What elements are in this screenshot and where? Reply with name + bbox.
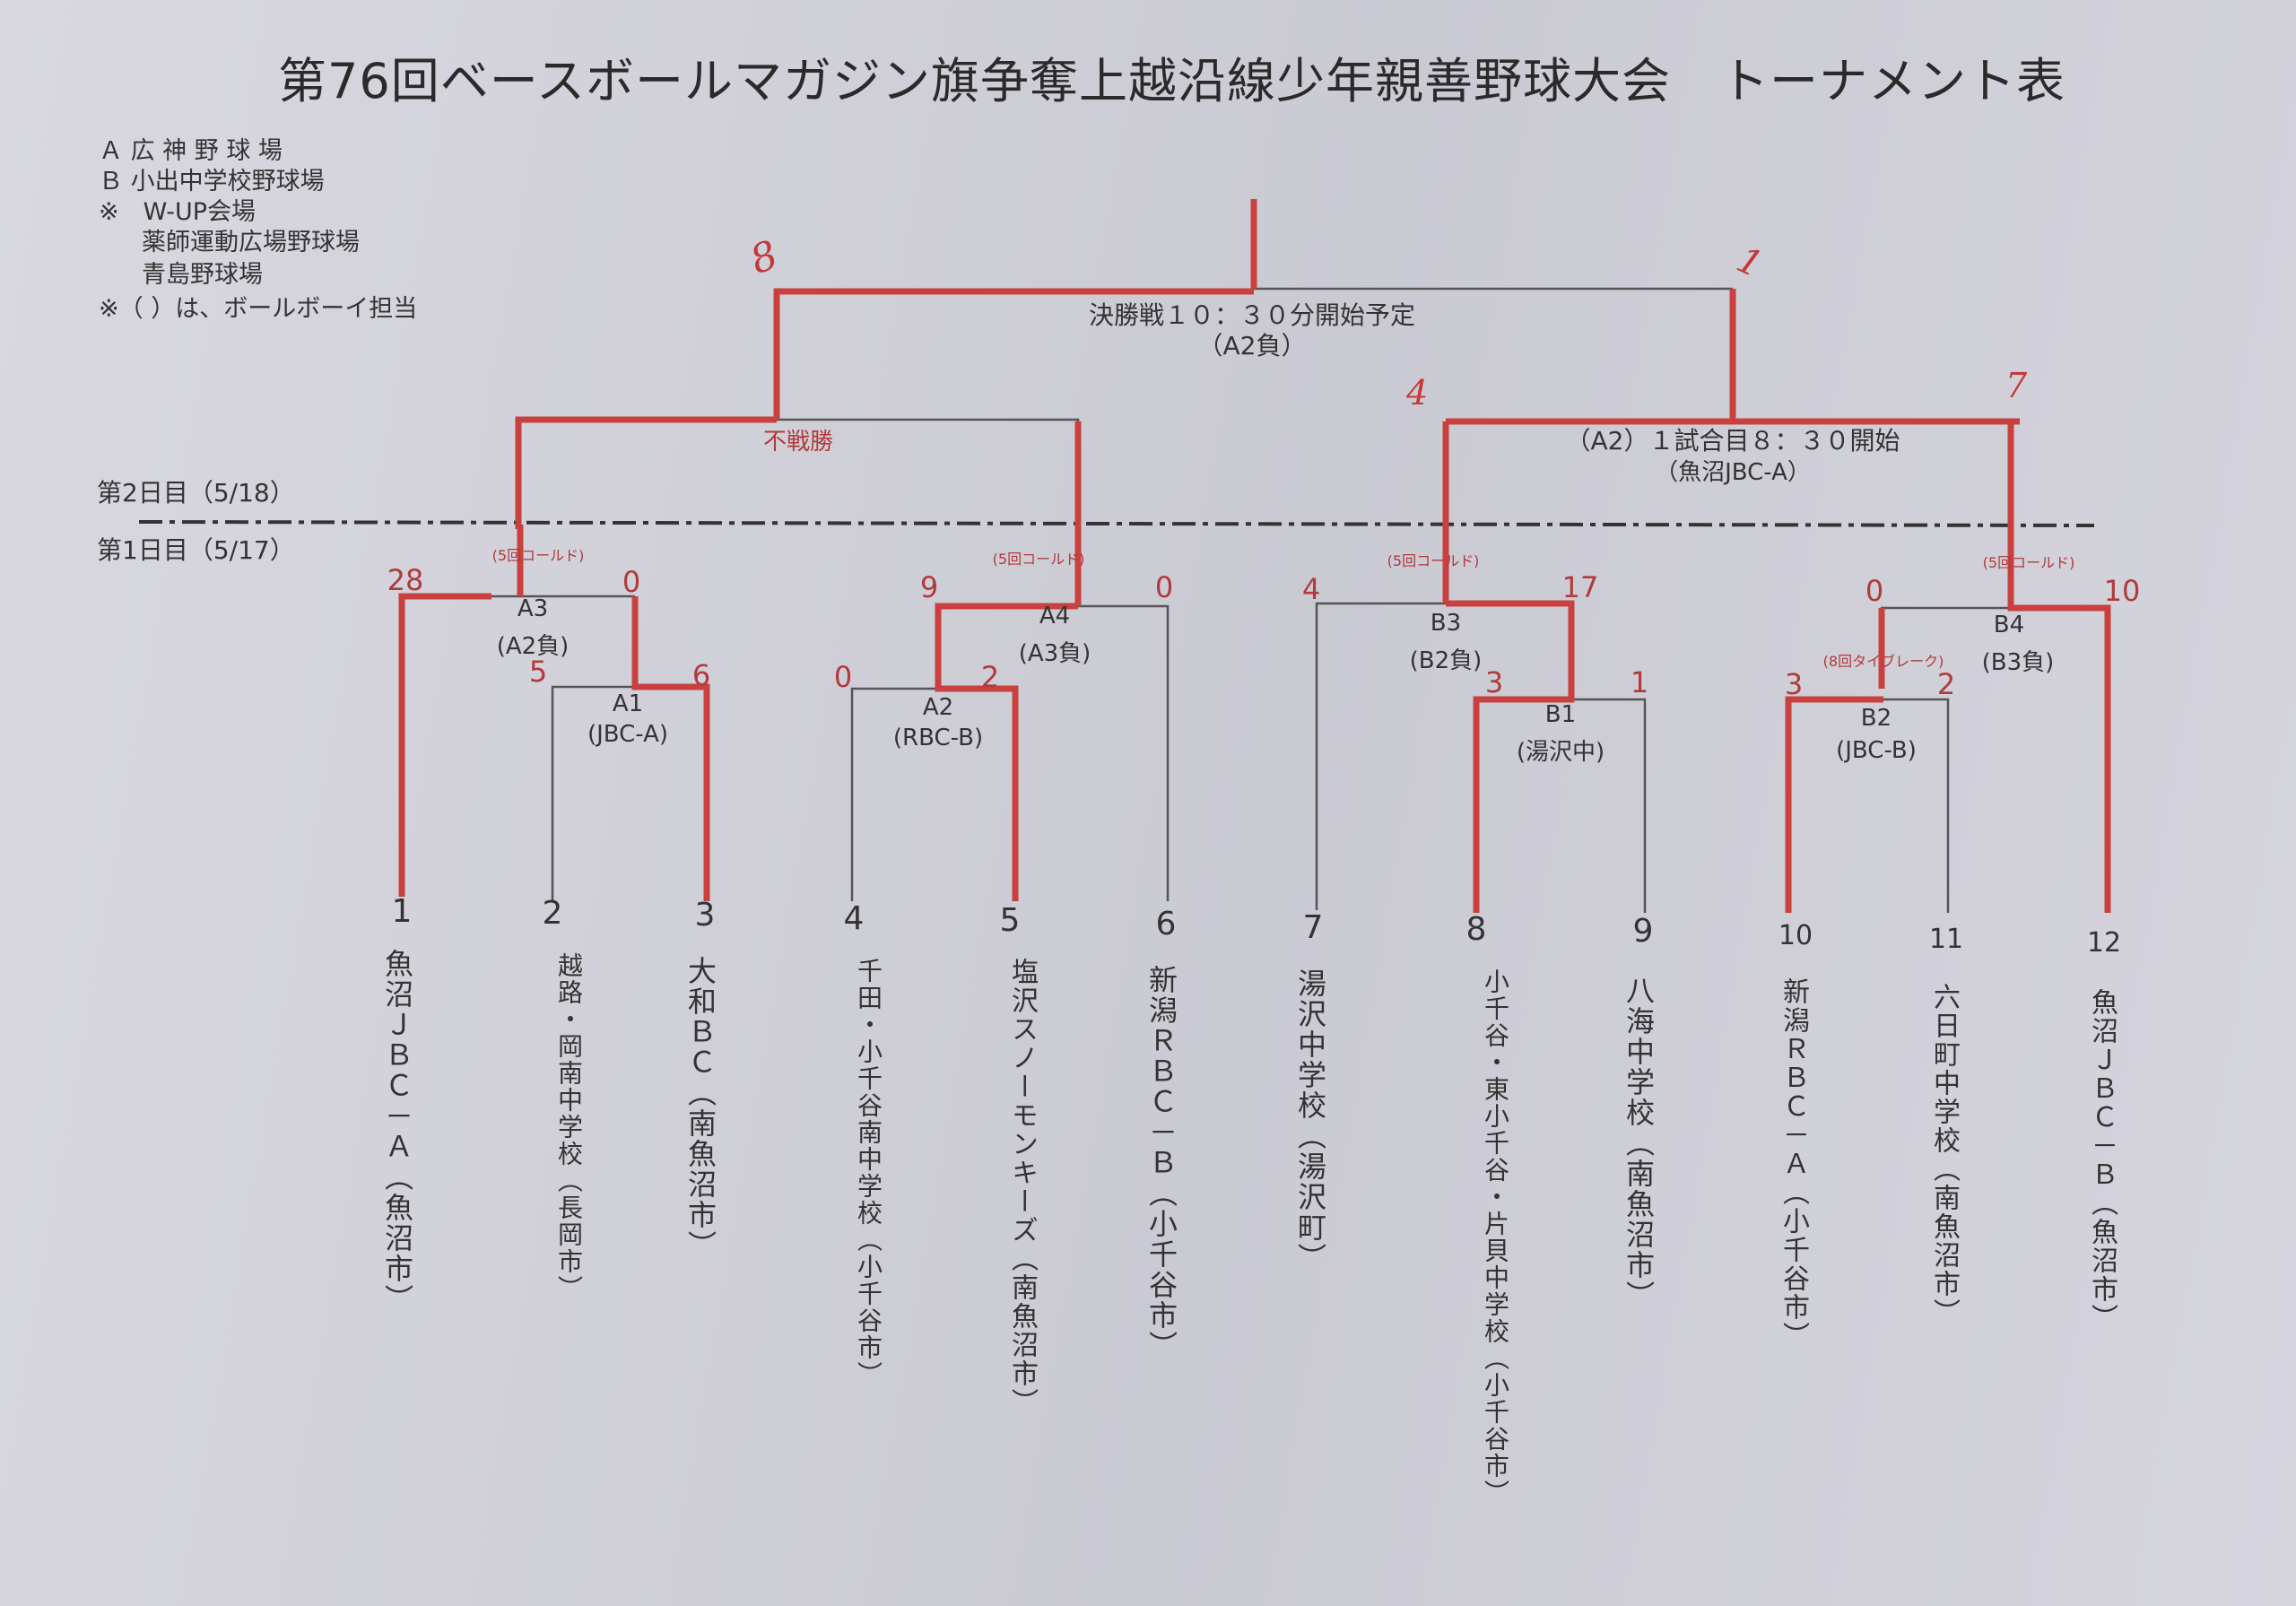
- team-name-7: 湯沢中学校（湯沢町）: [1293, 968, 1327, 1273]
- score-a3-right: 0: [622, 565, 641, 599]
- seed-9: 9: [1632, 913, 1654, 950]
- team-name-10: 新潟ＲＢＣ－Ａ（小千谷市）: [1778, 977, 1809, 1350]
- score-b4-left: 0: [1865, 574, 1884, 608]
- team-name-9: 八海中学校（南魚沼市）: [1622, 976, 1656, 1311]
- match-note-b4: (5回コールド): [1982, 554, 2075, 571]
- seed-11: 11: [1928, 924, 1964, 955]
- match-ballboy-a2: (RBC-B): [892, 725, 984, 751]
- score-a2-left: 0: [833, 660, 853, 694]
- seed-2: 2: [542, 895, 563, 932]
- match-note-a4: (5回コールド): [992, 551, 1085, 568]
- match-ballboy-a1: (JBC-A): [587, 721, 669, 748]
- day-1-label: 第1日目（5/17）: [97, 535, 295, 565]
- seed-8: 8: [1465, 911, 1487, 948]
- score-b1-left: 3: [1484, 665, 1504, 699]
- team-name-1: 魚沼ＪＢＣ－Ａ（魚沼市）: [380, 949, 414, 1315]
- legend-ballboy-note: ※（ ）は、ボールボーイ担当: [99, 295, 418, 323]
- day-separator: [138, 520, 2095, 527]
- score-a3-left: 28: [387, 563, 424, 597]
- team-name-8: 小千谷・東小千谷・片貝中学校（小千谷市）: [1481, 968, 1510, 1506]
- seed-10: 10: [1778, 920, 1813, 951]
- seed-12: 12: [2086, 927, 2122, 959]
- score-b1-right: 1: [1630, 665, 1649, 699]
- match-note-a3: (5回コールド): [491, 547, 585, 564]
- legend-warmup: ※ W-UP会場: [99, 198, 257, 226]
- seed-3: 3: [694, 897, 716, 933]
- match-ballboy-b3: (B2負): [1409, 647, 1483, 674]
- day-2-label: 第2日目（5/18）: [97, 478, 295, 508]
- team-name-3: 大和ＢＣ（南魚沼市）: [683, 956, 718, 1261]
- match-code-b2: B2: [1860, 705, 1892, 732]
- match-code-b4: B4: [1993, 612, 2025, 638]
- score-a1-right: 6: [691, 658, 711, 692]
- bracket-black-lines: [491, 287, 2011, 913]
- team-name-2: 越路・岡南中学校（長岡市）: [554, 952, 584, 1302]
- team-name-6: 新潟ＲＢＣ－Ｂ（小千谷市）: [1144, 965, 1178, 1361]
- score-b3-left: 4: [1301, 572, 1321, 606]
- bracket-red-lines: [398, 199, 2111, 913]
- legend-warmup-venue-1: 薬師運動広場野球場: [142, 229, 360, 256]
- match-note-b3: (5回コールド): [1387, 552, 1480, 569]
- team-name-4: 千田・小千谷南中学校（小千谷市）: [854, 958, 883, 1388]
- legend-warmup-venue-2: 青島野球場: [142, 261, 263, 289]
- score-b2-right: 2: [1936, 667, 1956, 701]
- match-code-a4: A4: [1039, 603, 1071, 629]
- match-ballboy-a3: (A2負): [496, 633, 570, 660]
- seed-5: 5: [999, 902, 1021, 939]
- team-name-5: 塩沢スノーモンキーズ（南魚沼市）: [1006, 958, 1038, 1417]
- legend-venue-b: Ｂ 小出中学校野球場: [99, 168, 325, 195]
- match-code-a2: A2: [922, 694, 954, 721]
- score-b3-right: 17: [1561, 570, 1599, 604]
- seed-4: 4: [843, 900, 865, 937]
- handwritten-mark-semi-right-right: 7: [2005, 366, 2028, 405]
- match-ballboy-b2: (JBC-B): [1836, 737, 1917, 764]
- seed-7: 7: [1302, 909, 1324, 946]
- match-ballboy-b4: (B3負): [1981, 649, 2055, 676]
- seed-1: 1: [391, 893, 413, 930]
- match-ballboy-a4: (A3負): [1018, 640, 1091, 667]
- score-b2-left: 3: [1784, 667, 1804, 701]
- final-info: 決勝戦１０：３０分開始予定: [1088, 300, 1416, 330]
- final-ballboy: （A2負）: [1197, 331, 1307, 360]
- seed-6: 6: [1155, 906, 1177, 942]
- match-note-b4-tiebreak: (8回タイブレーク): [1822, 653, 1944, 670]
- match-code-a1: A1: [612, 690, 644, 717]
- semi-right-ballboy: （魚沼JBC-A）: [1655, 459, 1811, 486]
- page-title: 第76回ベースボールマガジン旗争奪上越沿線少年親善野球大会 トーナメント表: [278, 53, 2066, 109]
- semi-left-walkover: 不戦勝: [762, 429, 834, 456]
- team-name-11: 六日町中学校（南魚沼市）: [1928, 983, 1960, 1327]
- score-a1-left: 5: [528, 655, 548, 689]
- score-a2-right: 2: [980, 660, 1000, 694]
- handwritten-mark-semi-right-left: 4: [1406, 373, 1429, 412]
- legend-venue-a: Ａ 広 神 野 球 場: [99, 137, 283, 165]
- score-b4-right: 10: [2103, 574, 2141, 608]
- score-a4-right: 0: [1154, 570, 1174, 604]
- score-a4-left: 9: [919, 570, 939, 604]
- team-name-12: 魚沼ＪＢＣ－Ｂ（魚沼市）: [2086, 988, 2118, 1333]
- match-code-b3: B3: [1430, 610, 1462, 637]
- match-ballboy-b1: (湯沢中): [1516, 739, 1605, 766]
- match-code-a3: A3: [517, 595, 549, 622]
- semi-right-info: （A2）１試合目８：３０開始: [1565, 426, 1900, 456]
- match-code-b1: B1: [1544, 701, 1577, 728]
